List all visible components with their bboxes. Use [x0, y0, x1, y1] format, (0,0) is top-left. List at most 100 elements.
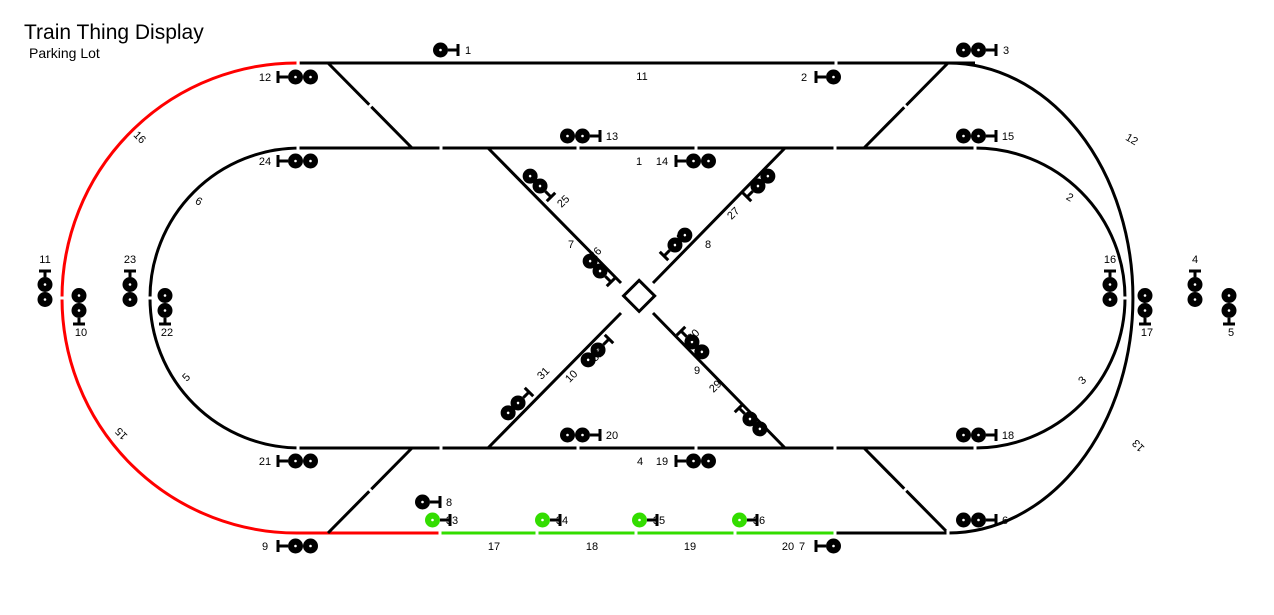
signal-label: 31 [535, 365, 552, 382]
signal-label: 2 [801, 72, 807, 84]
signal-label: 14 [656, 156, 668, 168]
track-segment[interactable] [486, 146, 623, 285]
signal-28[interactable] [658, 225, 696, 262]
block-label: 19 [684, 541, 696, 553]
signal-9[interactable]: 9 [262, 538, 318, 554]
signal-26[interactable] [580, 251, 617, 288]
signal-label: 25 [555, 193, 572, 210]
signal-label: 8 [446, 497, 452, 509]
block-label: 15 [113, 425, 130, 442]
signal-label: 11 [39, 254, 50, 266]
block-label: 13 [1130, 437, 1147, 454]
signal-label: 33 [446, 515, 458, 527]
signal-label: 4 [1192, 254, 1198, 266]
signal-31[interactable] [498, 386, 535, 424]
block-label: 11 [636, 71, 647, 83]
track-segment[interactable] [148, 146, 301, 299]
signal-21[interactable]: 21 [259, 453, 318, 469]
signal-10[interactable]: 10 [71, 288, 88, 339]
signal-label: 17 [1141, 327, 1153, 339]
signal-label: 9 [262, 541, 268, 553]
signal-label: 5 [1228, 327, 1234, 339]
signal-14[interactable]: 14 [656, 153, 716, 169]
signal-13[interactable]: 13 [560, 128, 618, 144]
signal-label: 10 [75, 327, 87, 339]
signal-4[interactable]: 4 [1187, 254, 1203, 307]
signal-32[interactable] [578, 333, 615, 371]
signal-24[interactable]: 24 [259, 153, 318, 169]
signal-label: 20 [606, 430, 618, 442]
signal-3[interactable]: 3 [956, 42, 1009, 58]
page-title: Train Thing Display [24, 21, 204, 44]
signal-label: 3 [1003, 45, 1009, 57]
signal-23[interactable]: 23 [122, 254, 138, 307]
signal-label: 34 [556, 515, 568, 527]
block-label: 18 [586, 541, 598, 553]
signal-34[interactable]: 34 [535, 512, 568, 528]
signal-19[interactable]: 19 [656, 453, 716, 469]
track-segment[interactable] [974, 297, 1127, 450]
signal-label: 22 [161, 327, 173, 339]
signal-8[interactable]: 8 [415, 494, 452, 510]
signal-label: 35 [653, 515, 665, 527]
track-segment[interactable] [651, 146, 787, 285]
signal-30[interactable] [675, 325, 713, 363]
block-label: 6 [193, 195, 204, 208]
signal-11[interactable]: 11 [37, 254, 53, 307]
track-segment[interactable] [947, 61, 1135, 535]
signal-25[interactable] [520, 166, 557, 203]
signal-36[interactable]: 36 [732, 512, 765, 528]
signal-22[interactable]: 22 [157, 288, 174, 339]
signal-label: 24 [259, 156, 271, 168]
signal-label: 7 [799, 541, 805, 553]
signal-7[interactable]: 7 [799, 538, 841, 554]
block-label: 4 [637, 456, 643, 468]
track-segment[interactable] [148, 297, 301, 450]
page-subtitle: Parking Lot [29, 45, 100, 61]
signal-33[interactable]: 33 [425, 512, 458, 528]
signal-label: 29 [707, 378, 724, 395]
signal-label: 15 [1002, 131, 1014, 143]
block-gap [900, 485, 910, 495]
signal-label: 1 [465, 45, 471, 57]
signal-label: 23 [124, 254, 136, 266]
signal-6[interactable]: 6 [956, 512, 1008, 528]
block-label: 8 [705, 239, 711, 251]
signal-27[interactable] [741, 166, 779, 203]
signal-15[interactable]: 15 [956, 128, 1014, 144]
block-label: 1 [636, 156, 642, 168]
signal-5[interactable]: 5 [1221, 288, 1237, 339]
track-segment[interactable] [60, 297, 301, 535]
signal-label: 19 [656, 456, 668, 468]
signal-label: 12 [259, 72, 271, 84]
block-label: 7 [568, 239, 574, 251]
track-segment[interactable] [60, 61, 301, 299]
signal-35[interactable]: 35 [632, 512, 665, 528]
signal-2[interactable]: 2 [801, 69, 841, 85]
signal-label: 16 [1104, 254, 1116, 266]
block-gap [365, 101, 375, 111]
track-segment[interactable] [974, 146, 1127, 299]
block-label: 3 [1076, 374, 1089, 387]
signal-29[interactable] [733, 402, 771, 440]
signal-18[interactable]: 18 [956, 427, 1014, 443]
signal-label: 36 [753, 515, 765, 527]
signal-1[interactable]: 1 [433, 42, 471, 58]
crossing-diamond [621, 278, 657, 314]
block-gap [365, 485, 375, 495]
block-label: 9 [694, 365, 700, 377]
signal-12[interactable]: 12 [259, 69, 318, 85]
signal-17[interactable]: 17 [1137, 288, 1154, 339]
block-label: 16 [131, 129, 148, 146]
block-label: 20 [782, 541, 794, 553]
block-label: 17 [488, 541, 500, 553]
signal-20[interactable]: 20 [560, 427, 618, 443]
block-label: 5 [180, 371, 193, 384]
track-segment[interactable] [486, 311, 623, 450]
signal-label: 13 [606, 131, 618, 143]
signal-16[interactable]: 16 [1102, 254, 1118, 307]
signal-label: 6 [1002, 515, 1008, 527]
signal-label: 18 [1002, 430, 1014, 442]
block-label: 2 [1064, 191, 1075, 204]
